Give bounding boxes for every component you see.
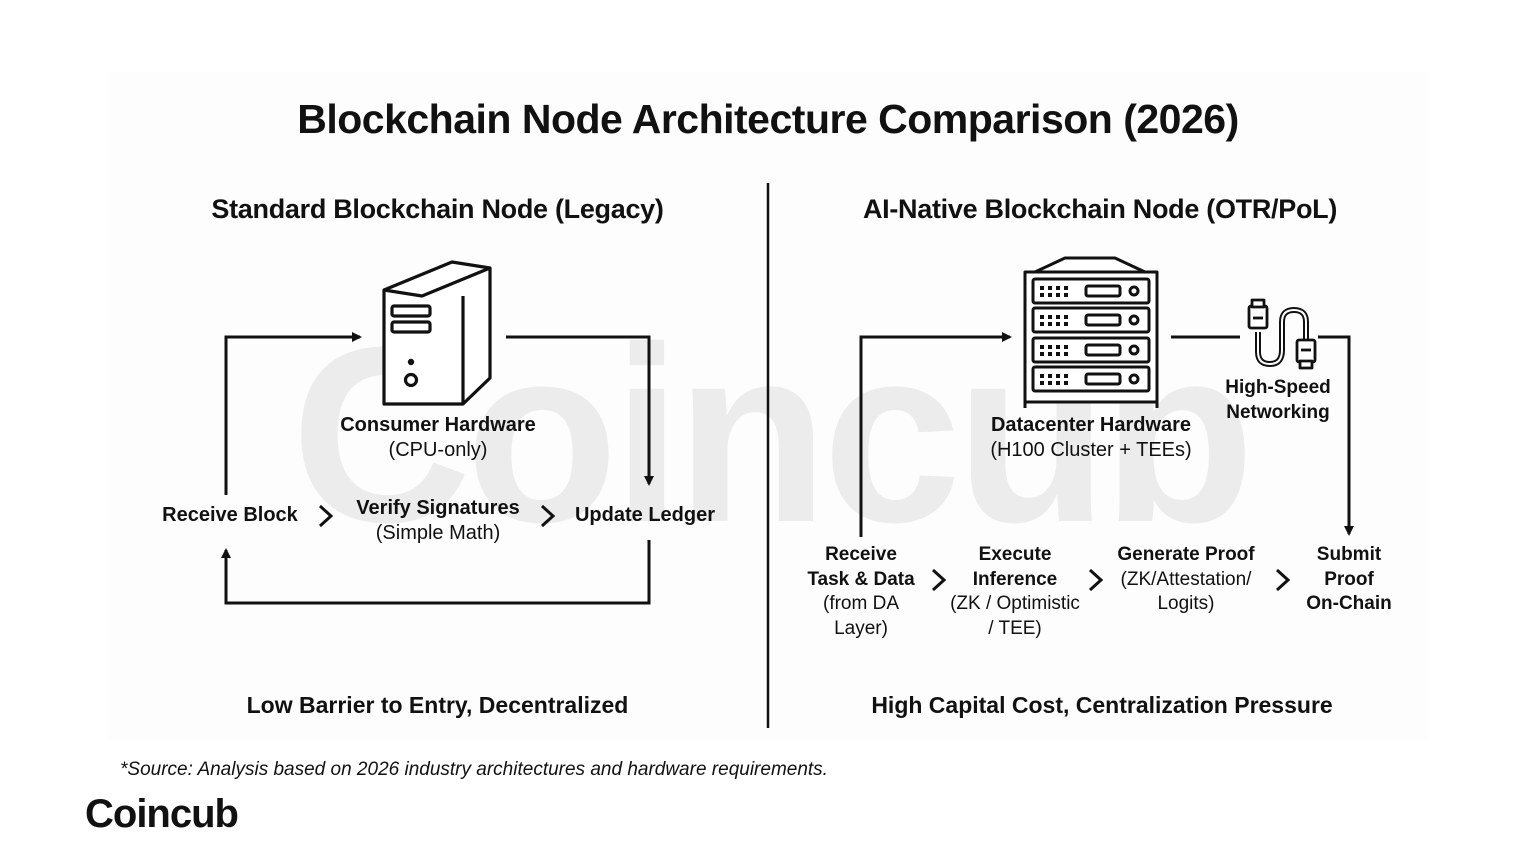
left-loop-arrows	[221, 332, 654, 605]
step-receive-block: Receive Block	[162, 504, 298, 526]
right-heading: AI-Native Blockchain Node (OTR/PoL)	[862, 194, 1338, 224]
arrow-receive-to-hardware	[224, 332, 362, 495]
right-summary: High Capital Cost, Centralization Pressu…	[871, 692, 1333, 718]
consumer-hardware-sub: (CPU-only)	[388, 439, 488, 461]
step-submit-proof: Submit Proof On-Chain	[1306, 544, 1392, 614]
arrow-update-to-receive	[221, 540, 651, 605]
left-heading: Standard Blockchain Node (Legacy)	[211, 194, 664, 224]
step-verify-signatures: Verify Signatures	[356, 497, 520, 519]
chevron-icon-5	[1275, 568, 1291, 592]
chevron-icon-1	[318, 504, 334, 528]
source-footnote: *Source: Analysis based on 2026 industry…	[120, 759, 828, 780]
step-receive-task: Receive Task & Data (from DA Layer)	[807, 544, 915, 639]
step-update-ledger: Update Ledger	[574, 504, 716, 526]
arrow-hardware-to-update	[506, 335, 654, 486]
chevron-icon-2	[540, 504, 556, 528]
brand-logo: Coincub	[85, 792, 239, 836]
desktop-tower-icon	[382, 260, 492, 406]
page-title: Blockchain Node Architecture Comparison …	[297, 96, 1239, 142]
left-summary: Low Barrier to Entry, Decentralized	[246, 692, 629, 718]
server-rack-icon	[1023, 256, 1159, 408]
step-generate-proof: Generate Proof (ZK/Attestation/ Logits)	[1117, 544, 1255, 614]
chevron-icon-3	[931, 568, 947, 592]
arrow-receive-to-datacenter	[859, 332, 1012, 537]
datacenter-hardware-title: Datacenter Hardware	[990, 414, 1192, 436]
consumer-hardware-title: Consumer Hardware	[340, 414, 536, 436]
networking-label: High-Speed Networking	[1225, 377, 1331, 423]
chevron-icon-4	[1088, 568, 1104, 592]
arrow-cable-to-submit	[1318, 335, 1354, 536]
right-flow-arrows	[859, 332, 1354, 537]
datacenter-hardware-sub: (H100 Cluster + TEEs)	[990, 439, 1192, 461]
network-cable-icon	[1247, 298, 1317, 370]
step-execute-inference: Execute Inference (ZK / Optimistic / TEE…	[950, 544, 1080, 639]
step-verify-sub: (Simple Math)	[375, 522, 501, 544]
